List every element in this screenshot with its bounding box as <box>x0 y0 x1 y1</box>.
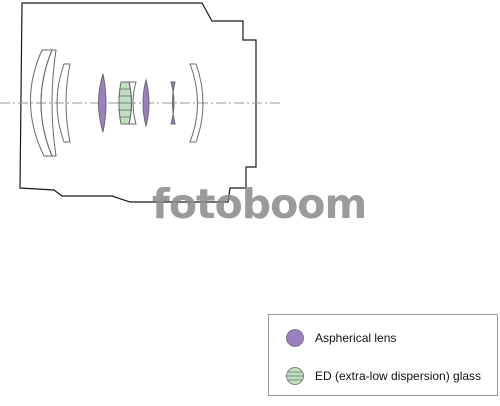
aspherical-lens-element-3 <box>170 81 176 125</box>
front-lens-group <box>30 49 71 157</box>
ed-glass-element <box>118 81 132 125</box>
rear-lens-element <box>189 63 204 143</box>
front-lens-element-3 <box>56 63 71 143</box>
aspherical-lens-element-1 <box>98 73 107 133</box>
legend-label-aspherical: Aspherical lens <box>315 331 397 345</box>
cemented-lens-element <box>128 81 137 125</box>
aspherical-lens-element-2 <box>142 78 150 128</box>
legend-item-aspherical: Aspherical lens <box>285 328 396 348</box>
lens-barrel-outline <box>19 2 257 203</box>
legend-item-ed-glass: ED (extra-low dispersion) glass <box>285 366 481 386</box>
watermark-logo: fotoboom <box>152 180 367 228</box>
aspherical-swatch-icon <box>286 329 304 347</box>
legend: Aspherical lens ED (extra-low dispersion… <box>268 314 498 396</box>
legend-label-ed-glass: ED (extra-low dispersion) glass <box>315 369 482 383</box>
ed-glass-swatch-icon <box>286 367 304 385</box>
front-lens-element-2 <box>40 49 57 157</box>
